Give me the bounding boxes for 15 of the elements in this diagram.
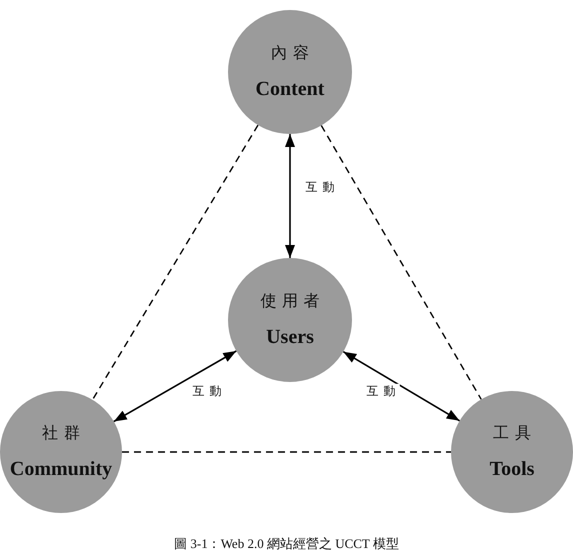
- node-label: Tools: [490, 458, 534, 480]
- node-label: Users: [266, 326, 314, 348]
- figure-caption: 圖 3-1：Web 2.0 網站經營之 UCCT 模型: [174, 536, 399, 551]
- node-title: 工具: [493, 424, 536, 442]
- node-title: 使用者: [260, 292, 326, 310]
- double-headed-arrow: [285, 134, 295, 258]
- double-headed-arrow: [342, 351, 460, 422]
- dashed-connector-line: [92, 124, 259, 400]
- dashed-connector-line: [122, 451, 451, 453]
- node-title: 內容: [271, 44, 314, 62]
- double-headed-arrow: [113, 350, 237, 422]
- node-title: 社群: [42, 424, 86, 442]
- dashed-connector-line: [320, 125, 482, 400]
- node-label: Community: [10, 458, 112, 480]
- node-label: Content: [256, 78, 324, 100]
